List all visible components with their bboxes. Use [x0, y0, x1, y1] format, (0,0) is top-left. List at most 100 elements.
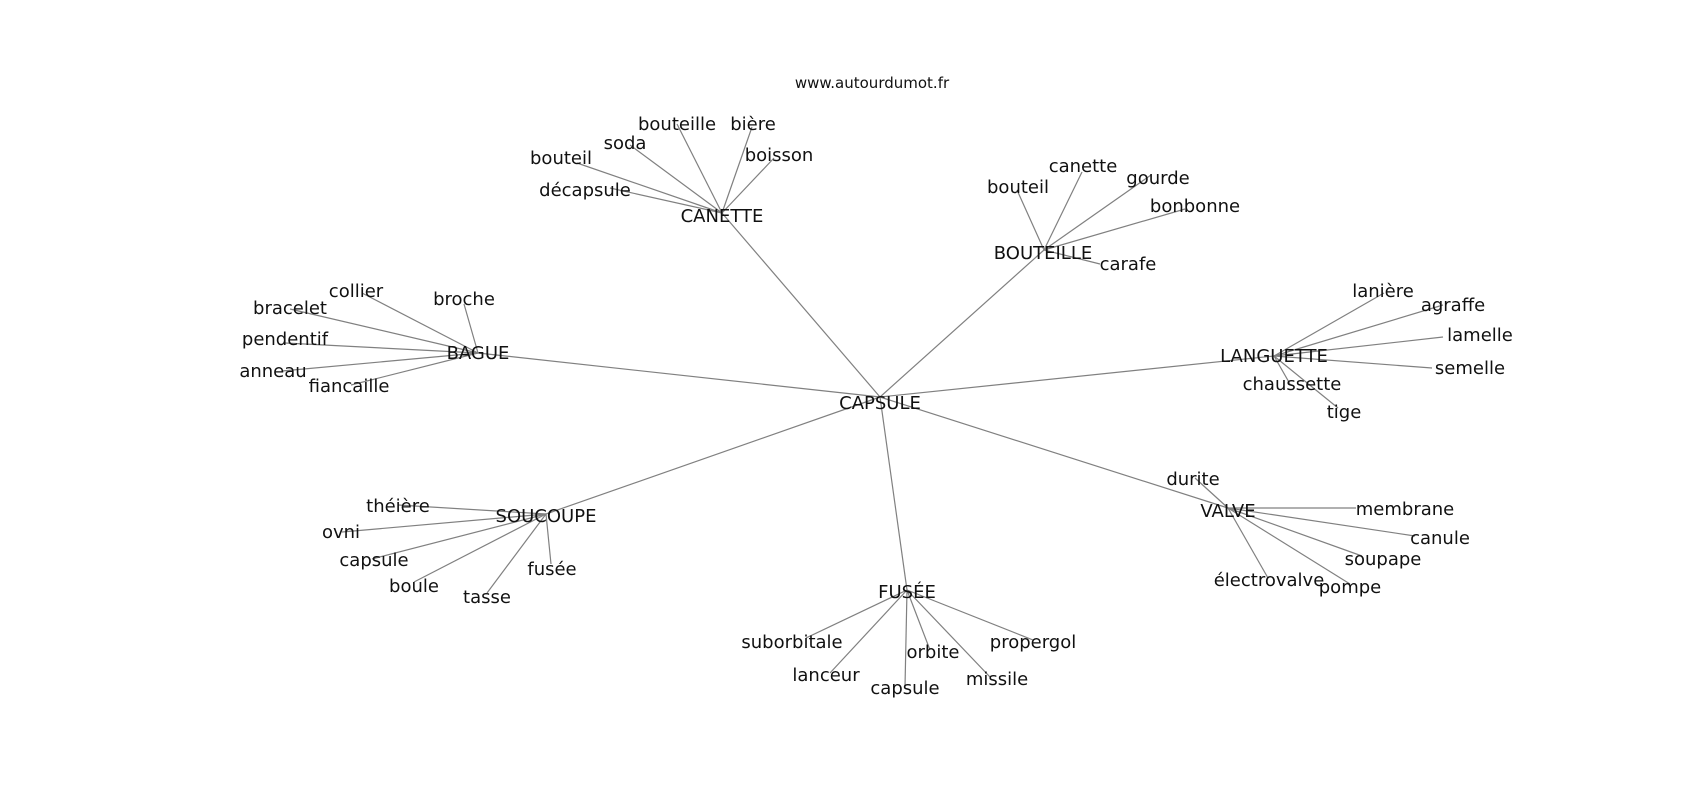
edge-valve-leaf [1194, 477, 1229, 509]
edge-canette-leaf [609, 187, 723, 214]
leaf-node-soucoupe[interactable]: théière [366, 496, 430, 517]
cluster-node-bouteille[interactable]: BOUTEILLE [994, 243, 1092, 264]
cluster-node-soucoupe[interactable]: SOUCOUPE [496, 506, 597, 527]
leaf-node-bague[interactable]: broche [433, 289, 495, 310]
leaf-node-soucoupe[interactable]: capsule [339, 550, 408, 571]
edge-canette-leaf [721, 157, 775, 214]
leaf-node-languette[interactable]: chaussette [1243, 374, 1342, 395]
edge-fusee-leaf [906, 589, 1034, 641]
edge-capsule-to-bouteille [879, 249, 1045, 398]
edge-soucoupe-leaf [341, 513, 547, 533]
leaf-node-languette[interactable]: lamelle [1447, 325, 1513, 346]
leaf-node-bouteille[interactable]: bouteil [987, 177, 1049, 198]
leaf-node-valve[interactable]: canule [1410, 528, 1470, 549]
cluster-node-fusee[interactable]: FUSÉE [878, 581, 936, 603]
edge-bouteille-leaf [1043, 208, 1186, 251]
leaf-node-bague[interactable]: bracelet [253, 298, 327, 319]
edge-languette-leaf [1273, 355, 1433, 369]
leaf-node-bouteille[interactable]: canette [1049, 156, 1118, 177]
source-url: www.autourdumot.fr [795, 74, 950, 92]
edge-capsule-to-fusee [879, 396, 908, 591]
edge-soucoupe-leaf [371, 513, 547, 560]
leaf-node-soucoupe[interactable]: fusée [527, 559, 576, 580]
edge-bouteille-leaf [1043, 171, 1083, 251]
edge-languette-leaf [1273, 336, 1444, 357]
edge-languette-leaf [1273, 355, 1291, 385]
edge-bague-leaf [361, 292, 479, 354]
leaf-node-canette[interactable]: soda [604, 133, 647, 154]
edge-soucoupe-leaf [545, 513, 552, 565]
leaf-node-languette[interactable]: semelle [1435, 358, 1505, 379]
leaf-node-bague[interactable]: anneau [239, 361, 306, 382]
edge-bague-leaf [284, 342, 479, 354]
edge-capsule-to-bague [477, 352, 881, 398]
edge-canette-leaf [576, 162, 723, 214]
leaf-node-languette[interactable]: agraffe [1421, 295, 1485, 316]
leaf-node-valve[interactable]: membrane [1356, 499, 1454, 520]
leaf-node-bague[interactable]: collier [329, 281, 384, 302]
edge-valve-leaf [1227, 507, 1363, 557]
edge-canette-leaf [629, 144, 723, 214]
edge-canette-leaf [676, 123, 723, 214]
leaf-node-languette[interactable]: lanière [1352, 281, 1414, 302]
edge-languette-leaf [1273, 292, 1385, 357]
edge-bague-leaf [281, 352, 479, 372]
edge-capsule-to-valve [879, 396, 1229, 509]
graph-edges [281, 123, 1444, 688]
leaf-node-bouteille[interactable]: carafe [1100, 254, 1157, 275]
edge-soucoupe-leaf [397, 504, 547, 515]
edge-bouteille-leaf [1016, 189, 1045, 251]
leaf-node-fusee[interactable]: orbite [907, 642, 960, 663]
leaf-node-soucoupe[interactable]: boule [389, 576, 439, 597]
edge-bague-leaf [463, 303, 479, 354]
edge-fusee-leaf [904, 589, 908, 688]
cluster-node-languette[interactable]: LANGUETTE [1220, 346, 1328, 367]
leaf-node-canette[interactable]: bouteil [530, 148, 592, 169]
leaf-node-fusee[interactable]: capsule [870, 678, 939, 699]
cluster-node-canette[interactable]: CANETTE [681, 206, 764, 227]
edge-valve-leaf [1227, 507, 1269, 579]
leaf-node-soucoupe[interactable]: tasse [463, 587, 511, 608]
edge-fusee-leaf [829, 589, 908, 674]
leaf-node-fusee[interactable]: lanceur [792, 665, 860, 686]
leaf-node-bouteille[interactable]: gourde [1126, 168, 1189, 189]
edge-soucoupe-leaf [413, 513, 547, 583]
leaf-node-bague[interactable]: fiancaille [309, 376, 390, 397]
center-node-capsule[interactable]: CAPSULE [839, 393, 921, 414]
leaf-node-languette[interactable]: tige [1327, 402, 1362, 423]
leaf-node-fusee[interactable]: suborbitale [741, 632, 842, 653]
edge-canette-leaf [721, 126, 753, 214]
edge-bouteille-leaf [1043, 249, 1101, 265]
leaf-node-canette[interactable]: bouteille [638, 114, 716, 135]
leaf-node-bague[interactable]: pendentif [242, 329, 329, 350]
cluster-node-valve[interactable]: VALVE [1200, 501, 1255, 522]
leaf-node-canette[interactable]: bière [730, 114, 776, 135]
edge-bouteille-leaf [1043, 174, 1152, 251]
edge-capsule-to-languette [879, 355, 1275, 398]
edge-fusee-leaf [805, 589, 908, 639]
edge-capsule-to-soucoupe [545, 396, 881, 515]
leaf-node-valve[interactable]: électrovalve [1214, 570, 1325, 591]
edge-bague-leaf [350, 352, 479, 386]
leaf-node-valve[interactable]: pompe [1319, 577, 1381, 598]
edge-valve-leaf [1227, 507, 1351, 585]
edge-capsule-to-canette [721, 212, 881, 398]
cluster-node-bague[interactable]: BAGUE [447, 343, 510, 364]
leaf-node-fusee[interactable]: propergol [990, 632, 1076, 653]
graph-labels: CAPSULE CANETTE bouteille bière soda boisson b… [239, 114, 1513, 699]
edge-languette-leaf [1273, 355, 1339, 409]
edge-fusee-leaf [906, 589, 991, 678]
leaf-node-canette[interactable]: décapsule [539, 180, 631, 201]
edge-languette-leaf [1273, 304, 1444, 357]
leaf-node-canette[interactable]: boisson [745, 145, 814, 166]
leaf-node-valve[interactable]: soupape [1345, 549, 1422, 570]
edge-valve-leaf [1227, 507, 1416, 537]
leaf-node-fusee[interactable]: missile [966, 669, 1028, 690]
leaf-node-valve[interactable]: durite [1166, 469, 1219, 490]
leaf-node-bouteille[interactable]: bonbonne [1150, 196, 1240, 217]
edge-bague-leaf [289, 308, 479, 354]
edge-fusee-leaf [906, 589, 931, 651]
leaf-node-soucoupe[interactable]: ovni [322, 522, 360, 543]
edge-soucoupe-leaf [486, 513, 547, 594]
